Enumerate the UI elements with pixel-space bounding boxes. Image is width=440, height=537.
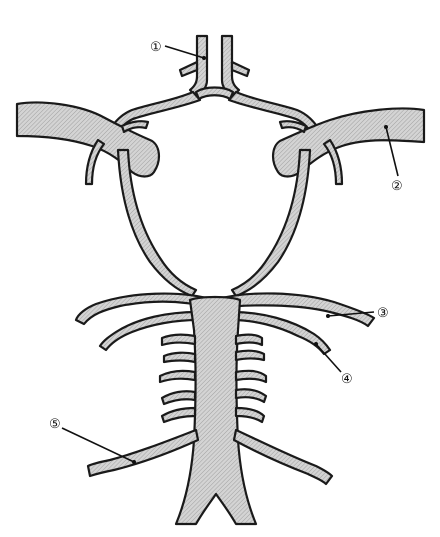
leader-line-3 [327,311,375,317]
right-descending-vessel [230,148,312,298]
left-circle-segment [15,90,202,298]
side-branch-r4 [234,388,268,404]
side-branch-l3 [158,369,197,384]
callout-5: ⑤ [49,417,136,464]
right-loop-inner [278,120,308,134]
callout-2: ② [384,125,403,194]
anterior-vessel-right [220,34,241,98]
inferior-branch-left [86,428,200,478]
leader-dot-5 [132,460,136,464]
posterior-branch-left [74,292,216,326]
callout-1: ① [150,40,206,60]
leader-dot-4 [314,342,318,346]
side-branch-r5 [234,406,266,424]
leader-dot-2 [384,125,388,129]
anterior-junction [194,86,235,101]
callout-label-2: ② [391,179,403,194]
side-branch-r1 [234,333,264,347]
posterior-branches [74,292,376,356]
side-branch-r3 [234,369,268,384]
small-branch-right [230,60,251,78]
callout-3: ③ [326,306,389,321]
callout-label-3: ③ [377,306,389,321]
small-side-branches [158,333,268,424]
callout-label-5: ⑤ [49,417,61,432]
callout-label-4: ④ [341,372,353,387]
leader-line-1 [164,45,205,59]
leader-line-2 [385,126,399,177]
side-branch-l5 [160,406,197,424]
posterior-branch-right [212,292,376,328]
superior-branch-left [98,310,200,352]
callout-label-1: ① [150,40,162,55]
left-descending-vessel [116,148,198,298]
left-loop-inner [120,120,150,134]
left-loop-outer [84,138,106,186]
anterior-vessels [178,34,251,101]
side-branch-l2 [162,351,197,364]
side-branch-r2 [234,349,266,362]
callout-4: ④ [314,342,353,387]
small-branch-left [178,60,199,78]
callouts: ① ② ③ ④ ⑤ [49,40,403,464]
inferior-branch-right [232,428,334,486]
superior-branch-right [230,310,332,356]
inferior-branches [86,428,334,486]
right-circle-segment [227,90,426,298]
side-branch-l1 [160,333,197,347]
leader-dot-3 [326,314,330,318]
leader-dot-1 [202,56,206,60]
side-branch-l4 [160,390,197,406]
leader-line-5 [61,427,135,463]
leader-line-4 [315,343,342,373]
right-loop-outer [322,138,344,186]
